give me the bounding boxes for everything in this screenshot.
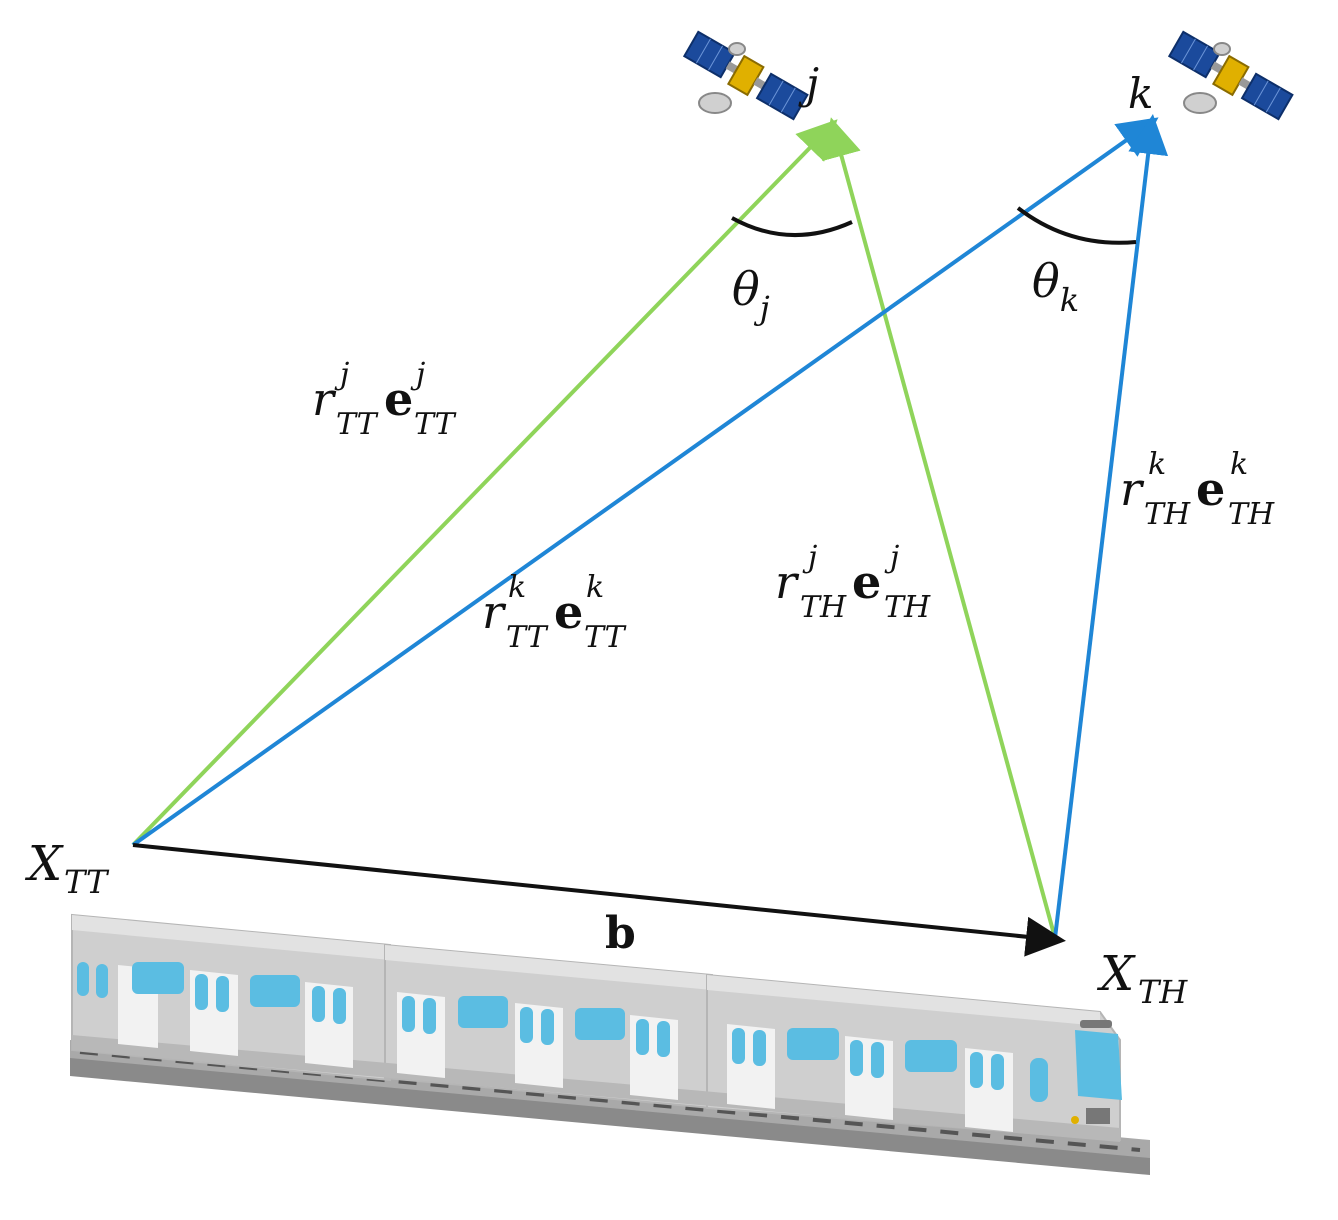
angle-j-label: θj <box>732 262 770 327</box>
th-k-e-sub: TH <box>1228 497 1275 532</box>
baseline-vector <box>132 843 1066 957</box>
angle-k-symbol: θ <box>1032 254 1060 308</box>
tt-j-r: r <box>312 372 337 426</box>
th-k-r-sub: TH <box>1144 497 1191 532</box>
th-k-e-sup: k <box>1230 447 1248 482</box>
th-k-r-sup: k <box>1148 447 1166 482</box>
th-j-r-sub: TH <box>800 590 847 625</box>
angle-arc-j <box>731 216 853 237</box>
th-k-e: e <box>1196 462 1225 516</box>
th-subscript: TH <box>1138 973 1188 1011</box>
satellite-k-label: k <box>1128 69 1153 118</box>
vector-label-tt-k: r k TT e k TT <box>482 570 627 655</box>
tt-x: X <box>24 836 64 892</box>
th-k-r: r <box>1120 462 1145 516</box>
satellite-icon <box>682 30 809 121</box>
tt-j-e-sub: TT <box>414 407 457 442</box>
tt-k-e: e <box>554 585 583 639</box>
tt-j-r-sup: j <box>334 357 349 392</box>
vector-tt-to-j <box>131 119 838 847</box>
th-j-e-sup: j <box>884 540 899 575</box>
th-j-e-sub: TH <box>884 590 931 625</box>
tt-subscript: TT <box>64 863 110 901</box>
point-label-th: X TH <box>1096 946 1188 1011</box>
tt-j-r-sub: TT <box>336 407 379 442</box>
tt-j-e: e <box>384 372 413 426</box>
tt-k-r-sub: TT <box>506 620 549 655</box>
angle-arc-k <box>1016 206 1137 245</box>
angle-j-symbol: θ <box>732 262 760 316</box>
angle-k-subscript: k <box>1060 281 1079 319</box>
tt-k-e-sub: TT <box>584 620 627 655</box>
tt-k-r-sup: k <box>508 570 526 605</box>
angle-k-label: θk <box>1032 254 1079 319</box>
vector-label-th-k: r k TH e k TH <box>1120 447 1275 532</box>
vector-tt-to-k <box>131 117 1159 847</box>
tt-k-e-sup: k <box>586 570 604 605</box>
point-label-tt: X TT <box>24 836 110 901</box>
baseline-label: b <box>605 908 636 959</box>
th-j-e: e <box>852 555 881 609</box>
th-j-r-sup: j <box>802 540 817 575</box>
th-j-r: r <box>775 555 800 609</box>
vector-th-to-k <box>1053 114 1169 939</box>
vector-th-to-j <box>822 117 1057 939</box>
th-x: X <box>1096 946 1136 1002</box>
vector-label-tt-j: r j TT e j TT <box>312 357 457 442</box>
satellite-icon <box>1167 30 1294 121</box>
tt-k-r: r <box>482 585 507 639</box>
train-icon <box>70 913 1150 1175</box>
vector-label-th-j: r j TH e j TH <box>775 540 931 625</box>
